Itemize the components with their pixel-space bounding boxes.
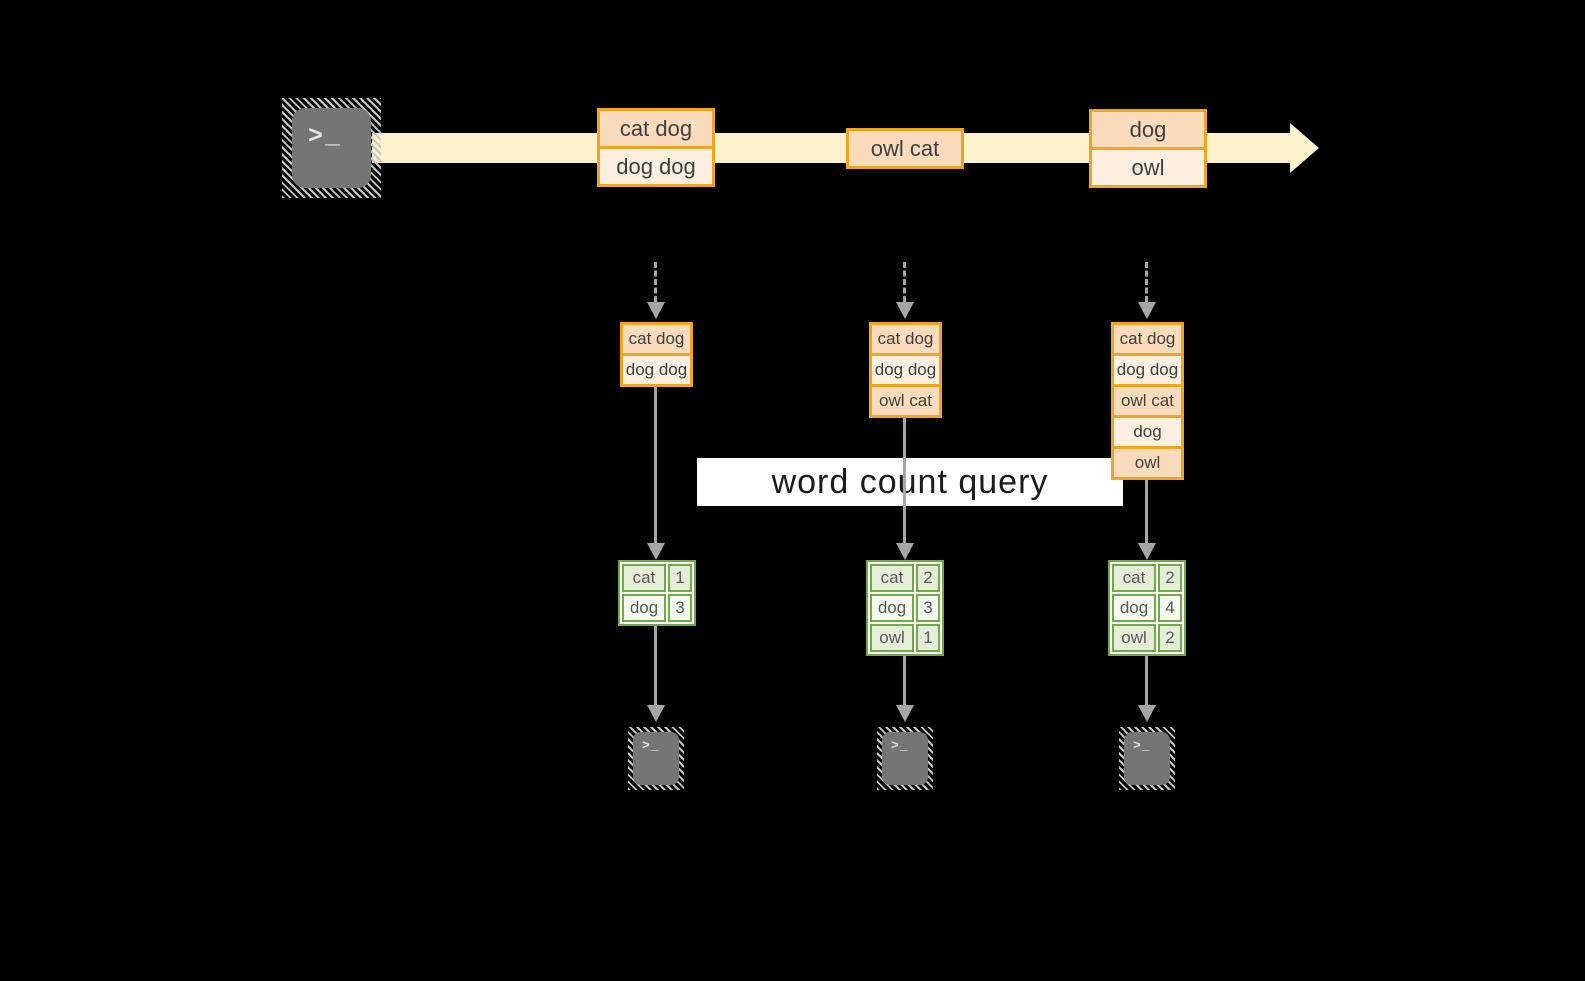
stream-record-group-1: cat dog dog dog — [597, 108, 715, 187]
arrowhead-icon — [1138, 543, 1156, 560]
terminal-screen: >_ — [292, 108, 371, 188]
batch-record: dog dog — [872, 353, 939, 384]
stream-record: owl — [1092, 147, 1204, 185]
arrowhead-icon — [647, 543, 665, 560]
count-cell: 1 — [916, 624, 940, 652]
word-cell: owl — [870, 624, 914, 652]
batch-record: cat dog — [623, 325, 690, 353]
word-cell: dog — [1112, 594, 1156, 622]
word-cell: cat — [870, 564, 914, 592]
stream-record: dog dog — [600, 146, 712, 184]
stream-arrowhead-icon — [1290, 123, 1319, 173]
query-label: word count query — [771, 462, 1049, 501]
table-row: cat 2 — [1112, 564, 1182, 592]
query-banner: word count query — [697, 458, 1123, 506]
count-cell: 1 — [668, 564, 692, 592]
stream-record-group-2: owl cat — [846, 128, 964, 169]
terminal-screen: >_ — [1124, 732, 1170, 785]
batch-stack-2: cat dog dog dog owl cat — [869, 322, 942, 418]
arrowhead-icon — [896, 543, 914, 560]
terminal-sink-icon: >_ — [877, 727, 933, 790]
stream-record: dog — [1092, 112, 1204, 147]
arrow-line — [654, 626, 657, 705]
arrow-line — [903, 656, 906, 705]
arrow-line — [1145, 480, 1148, 543]
table-row: dog 3 — [622, 594, 692, 622]
stream-record: owl cat — [849, 131, 961, 166]
batch-record: owl cat — [872, 384, 939, 415]
count-cell: 2 — [916, 564, 940, 592]
result-table-2: cat 2 dog 3 owl 1 — [866, 560, 944, 656]
batch-record: dog — [1114, 415, 1181, 446]
count-cell: 3 — [668, 594, 692, 622]
count-cell: 3 — [916, 594, 940, 622]
terminal-screen: >_ — [633, 732, 679, 785]
arrow-line — [1145, 656, 1148, 705]
table-row: owl 2 — [1112, 624, 1182, 652]
batch-record: owl cat — [1114, 384, 1181, 415]
stream-record: cat dog — [600, 111, 712, 146]
arrowhead-icon — [647, 302, 665, 319]
table-row: dog 4 — [1112, 594, 1182, 622]
terminal-screen: >_ — [882, 732, 928, 785]
terminal-prompt-glyph: >_ — [308, 122, 343, 151]
batch-record: cat dog — [1114, 325, 1181, 353]
stream-record-group-3: dog owl — [1089, 109, 1207, 188]
batch-stack-1: cat dog dog dog — [620, 322, 693, 387]
word-cell: owl — [1112, 624, 1156, 652]
arrowhead-icon — [647, 705, 665, 722]
terminal-source-icon: >_ — [282, 98, 381, 198]
batch-stack-3: cat dog dog dog owl cat dog owl — [1111, 322, 1184, 480]
arrowhead-icon — [1138, 302, 1156, 319]
word-cell: cat — [1112, 564, 1156, 592]
count-cell: 4 — [1158, 594, 1182, 622]
arrowhead-icon — [1138, 705, 1156, 722]
dashed-arrow-line — [1145, 262, 1148, 302]
terminal-sink-icon: >_ — [628, 727, 684, 790]
batch-record: dog dog — [623, 353, 690, 384]
count-cell: 2 — [1158, 564, 1182, 592]
terminal-prompt-glyph: >_ — [642, 738, 660, 753]
table-row: dog 3 — [870, 594, 940, 622]
table-row: cat 1 — [622, 564, 692, 592]
terminal-prompt-glyph: >_ — [891, 738, 909, 753]
word-cell: dog — [622, 594, 666, 622]
result-table-3: cat 2 dog 4 owl 2 — [1108, 560, 1186, 656]
table-row: owl 1 — [870, 624, 940, 652]
result-table-1: cat 1 dog 3 — [618, 560, 696, 626]
dashed-arrow-line — [654, 262, 657, 302]
word-cell: cat — [622, 564, 666, 592]
dashed-arrow-line — [903, 262, 906, 302]
batch-record: dog dog — [1114, 353, 1181, 384]
arrowhead-icon — [896, 705, 914, 722]
arrowhead-icon — [896, 302, 914, 319]
word-cell: dog — [870, 594, 914, 622]
terminal-prompt-glyph: >_ — [1133, 738, 1151, 753]
terminal-sink-icon: >_ — [1119, 727, 1175, 790]
arrow-line — [654, 387, 657, 543]
count-cell: 2 — [1158, 624, 1182, 652]
arrow-line — [903, 418, 906, 543]
batch-record: cat dog — [872, 325, 939, 353]
table-row: cat 2 — [870, 564, 940, 592]
batch-record: owl — [1114, 446, 1181, 477]
